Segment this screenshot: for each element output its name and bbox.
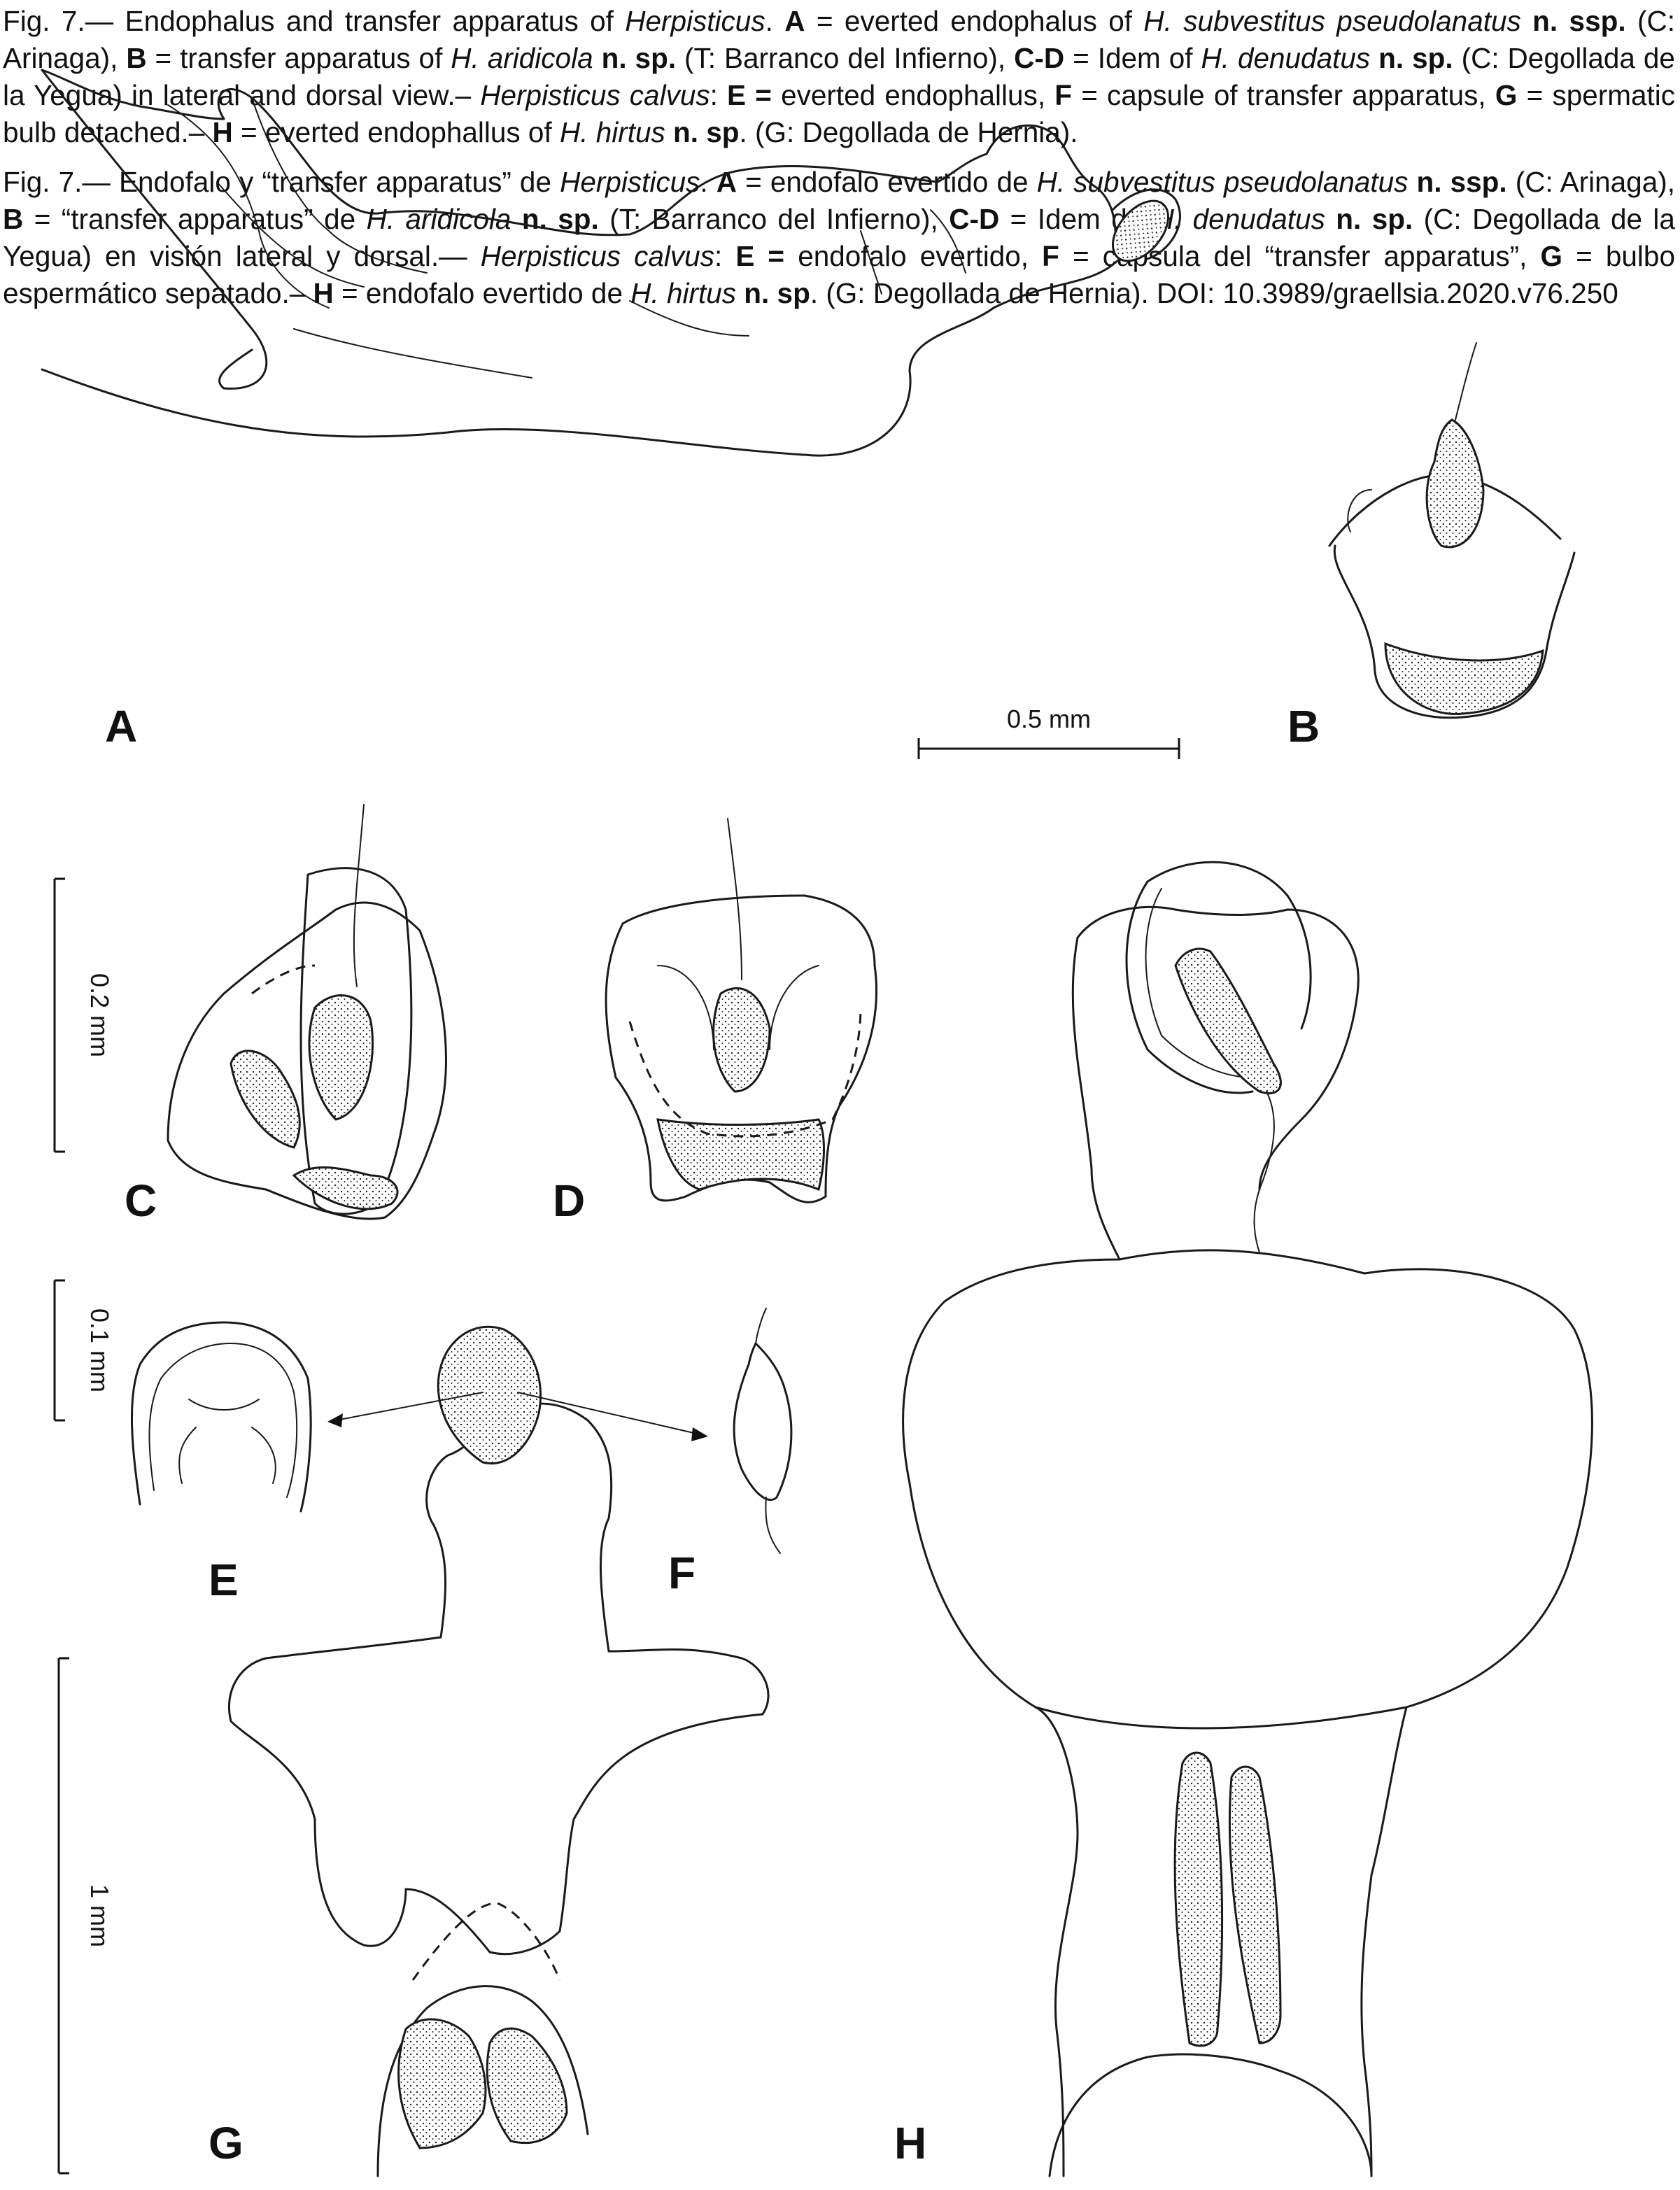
- caption-spanish: Fig. 7.— Endofalo y “transfer apparatus”…: [3, 164, 1675, 312]
- caption-es-segment: . (G: Degollada de Hernia). DOI: 10.3989…: [810, 277, 1618, 309]
- drawing-b-transfer-apparatus: [1328, 342, 1576, 719]
- panel-label-a: A: [105, 701, 137, 751]
- caption-en-segment: n. sp.: [1378, 42, 1453, 74]
- scale-label-half-mm: 0.5 mm: [1007, 705, 1091, 733]
- caption-es-segment: (C: Degollada de la Yegua) en visión lat…: [3, 203, 1675, 272]
- caption-en-segment: . (G: Degollada de Hernia).: [739, 116, 1078, 148]
- caption-english: Fig. 7.— Endophalus and transfer apparat…: [3, 3, 1675, 151]
- caption-es-segment: n. ssp.: [1416, 166, 1507, 198]
- caption-es-segment: n. sp: [744, 277, 810, 309]
- caption-es-segment: :: [714, 240, 736, 272]
- caption-en-segment: E =: [727, 79, 772, 111]
- panel-label-c: C: [125, 1175, 157, 1226]
- caption-en-segment: Herpisticus: [625, 5, 765, 37]
- caption-es-segment: B: [3, 203, 24, 235]
- panel-label-b: B: [1287, 701, 1320, 751]
- scale-bar-one-mm: 1 mm: [57, 1657, 114, 2175]
- scale-label-point-two-mm: 0.2 mm: [85, 973, 114, 1057]
- caption-en-segment: (T: Barranco del Infierno),: [676, 42, 1015, 74]
- panel-label-e: E: [209, 1555, 239, 1605]
- caption-en-segment: Fig. 7.— Endophalus and transfer apparat…: [3, 5, 626, 37]
- caption-en-segment: :: [710, 79, 728, 111]
- caption-en-segment: H. hirtus: [559, 116, 665, 148]
- caption-es-segment: .: [700, 166, 717, 198]
- caption-es-segment: E =: [735, 240, 785, 272]
- panel-label-h: H: [894, 2118, 926, 2168]
- caption-es-segment: C-D: [949, 203, 1000, 235]
- arrow-to-f: [517, 1392, 708, 1441]
- caption-en-segment: F: [1054, 79, 1073, 111]
- caption-en-segment: C-D: [1014, 42, 1065, 74]
- caption-en-segment: n. sp.: [601, 42, 677, 74]
- caption-es-segment: H. hirtus: [630, 277, 737, 309]
- caption-en-segment: = capsule of transfer apparatus,: [1072, 79, 1495, 111]
- drawing-f-capsule: [733, 1308, 793, 1554]
- scale-label-one-mm: 1 mm: [85, 1884, 114, 1947]
- scale-bar-point-two-mm: 0.2 mm: [53, 877, 114, 1153]
- caption-es-segment: Herpisticus calvus: [480, 240, 714, 272]
- caption-en-segment: A: [784, 5, 805, 37]
- drawing-e-everted-endophallus: [130, 1321, 312, 1513]
- caption-en-segment: (C: Arinaga),: [3, 5, 1675, 74]
- arrow-to-e: [327, 1392, 483, 1427]
- caption-en-segment: G: [1495, 79, 1518, 111]
- caption-en-segment: H. aridicola: [451, 42, 593, 74]
- caption-es-segment: = endofalo evertido de: [333, 277, 631, 309]
- caption-es-segment: endofalo evertido,: [784, 240, 1043, 272]
- caption-es-segment: H. subvestitus pseudolanatus: [1036, 166, 1409, 198]
- caption-es-segment: (C: Arinaga),: [1506, 166, 1675, 198]
- caption-es-segment: = endofalo evertido de: [737, 166, 1037, 198]
- caption-en-segment: n. ssp.: [1532, 5, 1626, 37]
- caption-en-segment: = Idem of: [1064, 42, 1201, 74]
- caption-es-segment: H: [313, 277, 334, 309]
- drawing-g-spermatic-bulb: [227, 1325, 770, 2177]
- scale-label-point-one-mm: 0.1 mm: [85, 1308, 114, 1392]
- drawing-h-everted-endophallus: [902, 861, 1593, 2177]
- caption-en-segment: n. sp: [673, 116, 740, 148]
- caption-en-segment: .: [765, 5, 785, 37]
- caption-es-segment: Herpisticus: [560, 166, 700, 198]
- caption-es-segment: = “transfer apparatus” de: [23, 203, 367, 235]
- drawing-c-lateral: [167, 804, 447, 1220]
- caption-es-segment: (T: Barranco del Infierno),: [598, 203, 950, 235]
- caption-en-segment: = spermatic bulb detached.–: [3, 79, 1675, 148]
- caption-en-segment: = everted endophalus of: [805, 5, 1144, 37]
- caption-en-segment: H: [212, 116, 233, 148]
- caption-en-segment: Herpisticus calvus: [480, 79, 710, 111]
- caption-en-segment: B: [126, 42, 147, 74]
- caption-es-segment: H. denudatus: [1153, 203, 1325, 235]
- caption-en-segment: H. denudatus: [1201, 42, 1371, 74]
- caption-en-segment: everted endophallus,: [771, 79, 1055, 111]
- panel-label-d: D: [553, 1175, 585, 1226]
- caption-es-segment: F: [1042, 240, 1059, 272]
- drawing-a-endophalus: [41, 69, 1181, 457]
- scale-bar-point-one-mm: 0.1 mm: [53, 1279, 114, 1422]
- panel-label-f: F: [668, 1548, 696, 1598]
- drawing-d-dorsal: [605, 818, 877, 1203]
- caption-es-segment: Fig. 7.— Endofalo y “transfer apparatus”…: [3, 166, 560, 198]
- caption-en-segment: = transfer apparatus of: [146, 42, 451, 74]
- caption-en-segment: H. subvestitus pseudolanatus: [1143, 5, 1521, 37]
- caption-es-segment: G: [1540, 240, 1563, 272]
- caption-en-segment: (C: Degollada de la Yegua) in lateral an…: [3, 42, 1675, 111]
- scale-bar-half-mm: 0.5 mm: [917, 705, 1180, 759]
- caption-es-segment: n. sp.: [1336, 203, 1413, 235]
- caption-es-segment: = bulbo espermático sepatado.–: [3, 240, 1675, 309]
- panel-label-g: G: [209, 2118, 243, 2168]
